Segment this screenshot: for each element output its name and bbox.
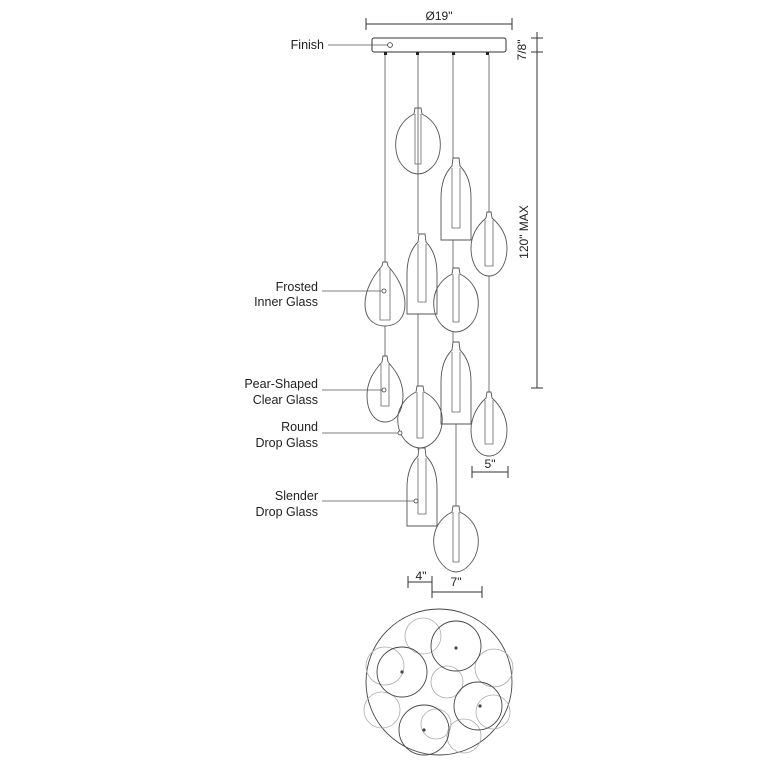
canopy-width-dimension: Ø19" xyxy=(365,9,513,30)
pendant-slender-3 xyxy=(440,341,472,425)
pendants xyxy=(364,107,508,573)
round-callout: Round Drop Glass xyxy=(255,420,403,450)
pendant-pear-3 xyxy=(470,391,508,457)
pendant-round-4 xyxy=(433,505,479,573)
frosted-callout: Frosted Inner Glass xyxy=(254,280,387,309)
pendant-slender-2 xyxy=(406,233,438,315)
pendant-width-4-dimension: 4" xyxy=(407,569,433,588)
svg-text:Inner Glass: Inner Glass xyxy=(254,295,318,309)
svg-text:4": 4" xyxy=(416,569,427,583)
canopy xyxy=(371,37,507,55)
svg-text:Drop Glass: Drop Glass xyxy=(255,505,318,519)
pear-callout: Pear-Shaped Clear Glass xyxy=(244,377,387,407)
finish-label: Finish xyxy=(291,38,324,52)
finish-callout: Finish xyxy=(291,38,388,52)
pendant-width-5-dimension: 5" xyxy=(471,457,509,478)
suspension-cords xyxy=(384,55,490,506)
pendant-width-7-dimension: 7" xyxy=(431,575,483,598)
pendant-slender-4 xyxy=(406,447,438,527)
overall-height-label: 120" MAX xyxy=(517,205,531,259)
plan-view xyxy=(363,608,514,756)
pendant-slender-1 xyxy=(440,157,472,241)
pendant-pear-2 xyxy=(366,355,404,423)
svg-text:Round: Round xyxy=(281,420,318,434)
canopy-height-dimension: 7/8" xyxy=(515,32,543,60)
svg-text:Frosted: Frosted xyxy=(276,280,318,294)
svg-text:7": 7" xyxy=(451,575,462,589)
svg-text:Clear Glass: Clear Glass xyxy=(253,393,318,407)
pendant-round-1 xyxy=(395,107,441,175)
svg-text:Drop Glass: Drop Glass xyxy=(255,436,318,450)
pendant-round-3 xyxy=(397,385,443,449)
svg-text:Pear-Shaped: Pear-Shaped xyxy=(244,377,318,391)
canopy-diameter-label: Ø19" xyxy=(426,9,453,23)
overall-height-dimension: 120" MAX xyxy=(517,52,543,389)
svg-text:Slender: Slender xyxy=(275,489,318,503)
canopy-height-label: 7/8" xyxy=(515,40,529,61)
svg-text:5": 5" xyxy=(485,457,496,471)
pendant-pear-1 xyxy=(470,211,508,277)
pendant-round-2 xyxy=(433,267,479,333)
slender-callout: Slender Drop Glass xyxy=(255,489,419,519)
pendant-frosted-1 xyxy=(364,261,406,327)
